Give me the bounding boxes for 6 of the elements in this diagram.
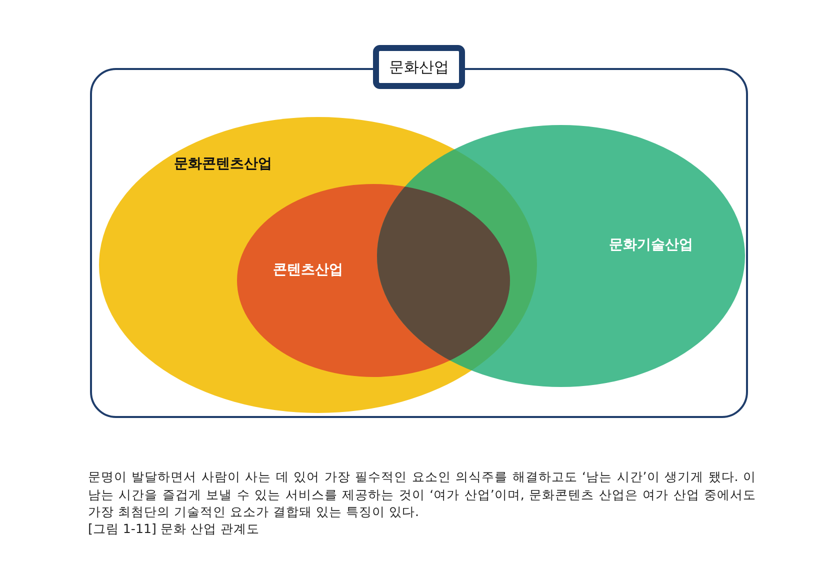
title-tab: 문화산업 [373,45,465,89]
region-label: 콘텐츠산업 [273,261,343,279]
region-label: 문화콘텐츠산업 [174,155,272,173]
figure-caption: [그림 1-11] 문화 산업 관계도 [88,520,260,538]
body-paragraph: 문명이 발달하면서 사람이 사는 데 있어 가장 필수적인 요소인 의식주를 해결하고도 ‘남는 시간’이 생기게 됐다. 이 남는 시간을 즐겁게 보낼 수 있는 서비스를 제공하는 것이 ‘여가 산업’이며, 문화콘텐츠 산업은 여가 산업 중에서도 가장 최첨단의 기술적인 요소가 결합돼 있는 특징이 있다. [88,468,756,520]
region-label: 문화기술산업 [609,236,693,254]
